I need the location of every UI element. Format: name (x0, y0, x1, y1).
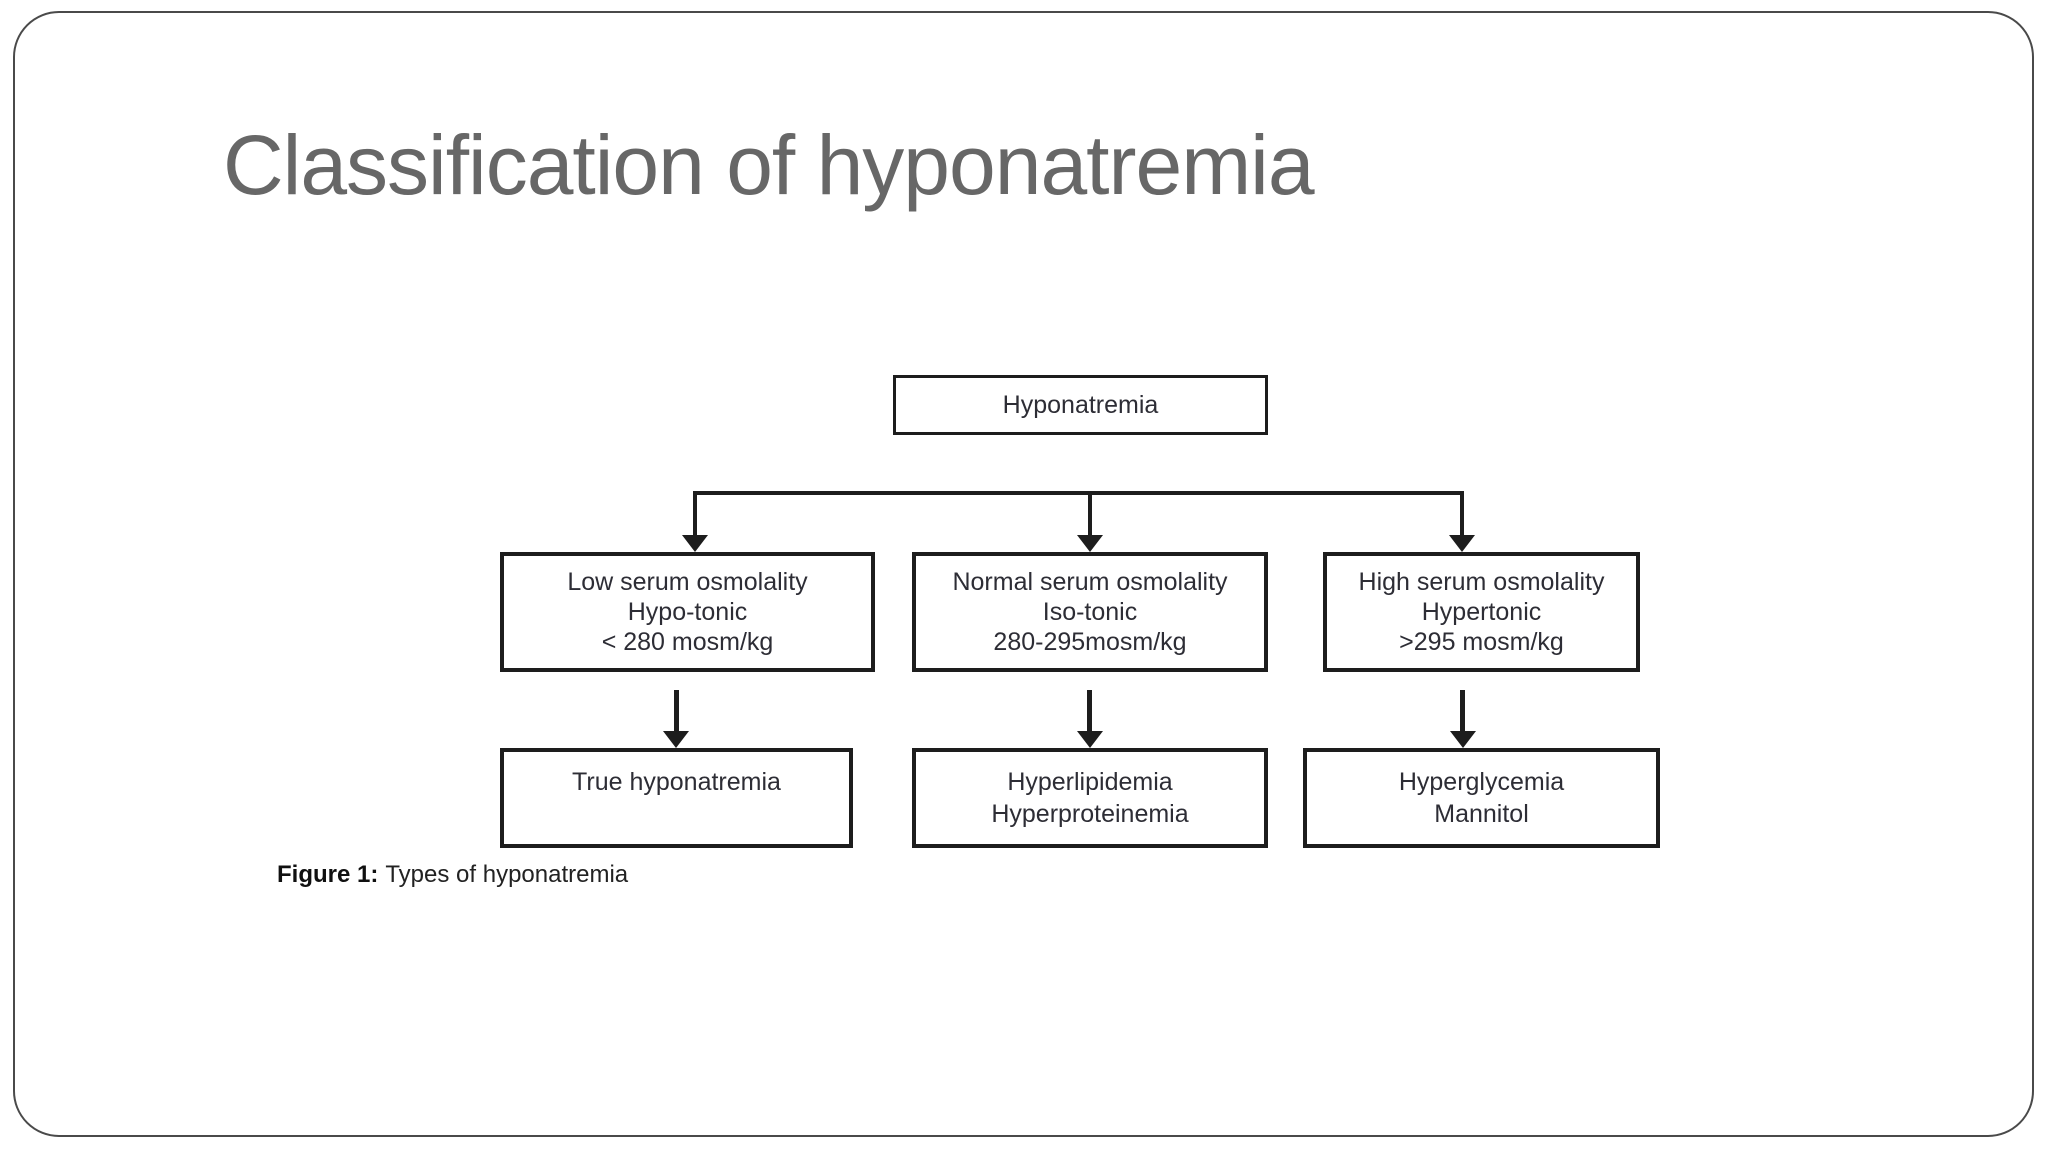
page-title: Classification of hyponatremia (223, 118, 1315, 212)
branch-connector-line (693, 491, 1464, 495)
arrow-shaft-to-hyperlipidemia (1087, 690, 1092, 733)
node-text-line: Hyperlipidemia (1007, 768, 1173, 796)
node-label: Hyponatremia (1002, 391, 1159, 419)
node-text-line: Low serum osmolality (567, 568, 808, 596)
node-hyperlipidemia: Hyperlipidemia Hyperproteinemia (912, 748, 1268, 848)
node-text-line: Hyperglycemia (1398, 768, 1565, 796)
arrow-shaft-to-low (693, 491, 697, 537)
node-hyperglycemia: Hyperglycemia Mannitol (1303, 748, 1660, 848)
node-text-line: Normal serum osmolality (952, 568, 1228, 596)
node-true-hyponatremia: True hyponatremia (500, 748, 853, 848)
node-text-line: Hyperproteinemia (991, 800, 1189, 828)
arrow-shaft-to-normal (1088, 491, 1092, 537)
figure-caption: Figure 1:Types of hyponatremia (277, 861, 628, 889)
arrow-down-icon (1450, 731, 1476, 748)
arrow-down-icon (663, 731, 689, 748)
arrow-shaft-to-hyperglycemia (1460, 690, 1465, 733)
node-hyponatremia: Hyponatremia (893, 375, 1268, 435)
node-text-line: >295 mosm/kg (1399, 628, 1564, 656)
figure-caption-text: Types of hyponatremia (385, 861, 629, 888)
node-normal-serum-osmolality: Normal serum osmolality Iso-tonic 280-29… (912, 552, 1268, 672)
node-text-line: 280-295mosm/kg (993, 628, 1187, 656)
node-text-line: Hypo-tonic (627, 598, 748, 626)
node-high-serum-osmolality: High serum osmolality Hypertonic >295 mo… (1323, 552, 1640, 672)
node-text-line: True hyponatremia (572, 768, 781, 796)
arrow-down-icon (1449, 535, 1475, 552)
node-text-line: < 280 mosm/kg (601, 628, 774, 656)
node-text-line: High serum osmolality (1358, 568, 1605, 596)
arrow-shaft-to-true-hyponatremia (674, 690, 679, 733)
arrow-down-icon (1077, 731, 1103, 748)
figure-caption-label: Figure 1: (277, 861, 379, 888)
node-text-line: Iso-tonic (1042, 598, 1138, 626)
arrow-shaft-to-high (1460, 491, 1464, 537)
node-text-line: Hypertonic (1421, 598, 1542, 626)
arrow-down-icon (1077, 535, 1103, 552)
node-low-serum-osmolality: Low serum osmolality Hypo-tonic < 280 mo… (500, 552, 875, 672)
arrow-down-icon (682, 535, 708, 552)
node-text-line: Mannitol (1434, 800, 1529, 828)
